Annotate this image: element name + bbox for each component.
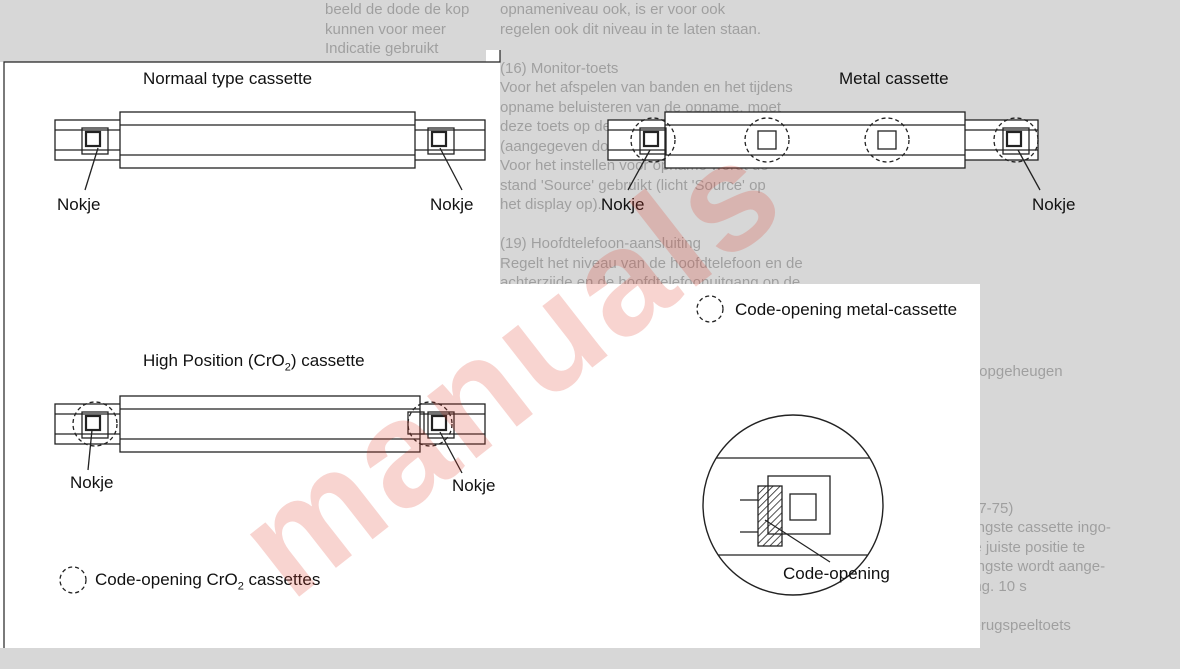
background-text-line: opnameniveau ook, is er voor ook xyxy=(500,1,726,18)
metal-code-opening-legend: Code-opening metal-cassette xyxy=(735,300,958,319)
crO2-code-opening-legend: Code-opening CrO2 cassettes xyxy=(95,570,321,593)
crO2-left-tab-label: Nokje xyxy=(70,473,114,492)
crO2-legend-symbol xyxy=(59,566,87,594)
background-text-line: stand 'Source' gebruikt (licht 'Source' … xyxy=(500,176,766,194)
background-text-line: opname beluisteren van de opname, moet xyxy=(500,98,782,116)
background-text-line: het display op). xyxy=(500,196,602,213)
background-text-line: regelen ook dit niveau in te laten staan… xyxy=(500,20,762,38)
background-text-line: Voor het afspelen van banden en het tijd… xyxy=(500,79,793,96)
background-text-line: ong. 10 s xyxy=(965,577,1027,595)
metal-cassette-drawing xyxy=(607,111,1041,191)
metal-cassette-title: Metal cassette xyxy=(839,69,949,88)
code-opening-detail-drawing xyxy=(702,414,884,596)
background-text-line: (19) Hoofdtelefoon-aansluiting xyxy=(500,235,701,252)
crO2-cassette-drawing xyxy=(54,395,486,474)
normal-cassette-title: Normaal type cassette xyxy=(143,69,313,88)
crO2-cassette-title: High Position (CrO2) cassette xyxy=(143,351,365,374)
normal-cassette-drawing xyxy=(54,111,486,191)
background-text-column-3: Stopgeheugen (27-75)langste cassette ing… xyxy=(965,50,1180,635)
background-text-line: langste cassette ingo- xyxy=(965,519,1111,536)
background-text-line: Regelt het niveau van de hoofdtelefoon e… xyxy=(500,254,803,272)
background-text-line: Indicatie gebruikt xyxy=(325,40,439,57)
background-text-line: langste wordt aange- xyxy=(965,558,1106,575)
background-text-line: de juiste positie te xyxy=(965,538,1086,556)
background-text-line: kunnen voor meer xyxy=(325,20,446,38)
metal-right-tab-label: Nokje xyxy=(1032,195,1076,214)
background-text-line: Stopgeheugen xyxy=(965,363,1063,380)
detail-code-opening-label: Code-opening xyxy=(783,564,890,583)
metal-legend-symbol xyxy=(696,295,724,323)
diagram-drawing xyxy=(0,50,1041,648)
background-text-line: (16) Monitor-toets xyxy=(500,59,619,77)
normal-left-tab-label: Nokje xyxy=(57,195,101,214)
metal-left-tab-label: Nokje xyxy=(601,195,645,214)
background-text-line: beeld de dode de kop xyxy=(325,1,470,18)
crO2-right-tab-label: Nokje xyxy=(452,476,496,495)
normal-right-tab-label: Nokje xyxy=(430,195,474,214)
background-text-line: Terugspeeltoets xyxy=(965,616,1071,634)
